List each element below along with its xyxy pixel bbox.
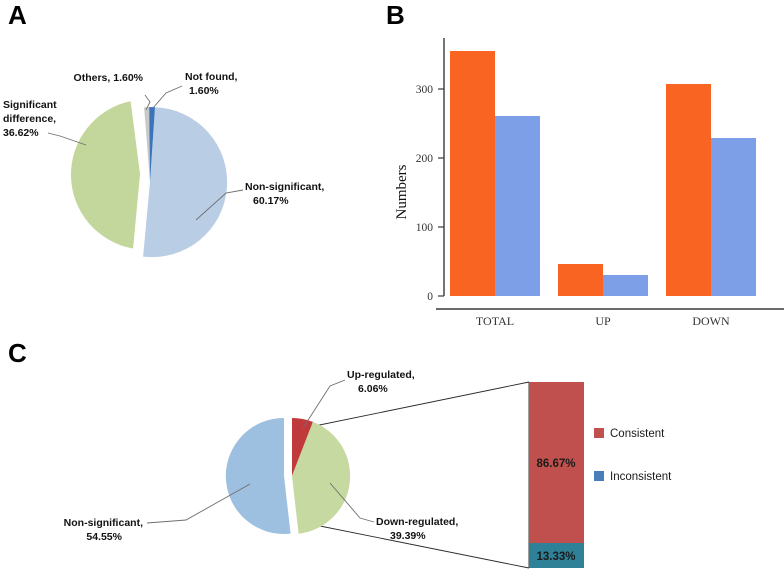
- leader-line-not-found: [152, 85, 183, 109]
- panel-c-letter: C: [8, 338, 27, 368]
- panel-a-pie-chart: Others, 1.60% Not found, 1.60% Significa…: [3, 71, 324, 258]
- pie-slice-non-significant[interactable]: [143, 107, 228, 258]
- label-others: Others, 1.60%: [74, 72, 144, 84]
- legend-swatch-consistent: [594, 428, 604, 438]
- panel-b-bar-chart: 0 100 200 300 Numbers TOTAL UP DOWN: [394, 38, 784, 328]
- pie-c-slice-non-significant[interactable]: [225, 417, 291, 534]
- leader-line-c-non-significant: [146, 483, 251, 524]
- y-tick-label-300: 300: [416, 84, 434, 96]
- pie-c-slice-down-regulated[interactable]: [292, 421, 351, 534]
- panel-b-letter: B: [386, 0, 405, 30]
- stacked-bar-label-top: 86.67%: [536, 458, 575, 470]
- panel-c: C Up-regulated, 6.06% Down-regulated, 39…: [0, 336, 784, 572]
- panel-a: A Others, 1.60% Not found, 1.60% Signifi…: [0, 0, 380, 330]
- stacked-bar-segment-consistent[interactable]: [529, 382, 584, 543]
- bar-up-series1[interactable]: [558, 264, 603, 296]
- panel-b: B 0 100 200 300 Numbers: [384, 0, 784, 334]
- label-significant-line1: Significant: [3, 99, 57, 111]
- x-category-label-down: DOWN: [692, 314, 730, 328]
- panel-c-chart: Up-regulated, 6.06% Down-regulated, 39.3…: [64, 369, 672, 569]
- bar-total-series2[interactable]: [495, 116, 540, 296]
- stacked-bar-label-bottom: 13.33%: [536, 551, 575, 563]
- bar-down-series2[interactable]: [711, 138, 756, 296]
- pie-slice-others[interactable]: [144, 107, 150, 182]
- label-significant-line2: difference,: [3, 113, 56, 125]
- label-not-found-line1: Not found,: [185, 71, 238, 83]
- y-tick-label-200: 200: [416, 153, 434, 165]
- pie-c-slice-up-regulated[interactable]: [292, 418, 313, 476]
- label-down-regulated-line1: Down-regulated,: [376, 516, 458, 528]
- pie-slice-not-found[interactable]: [149, 106, 155, 182]
- bar-up-series2[interactable]: [603, 275, 648, 296]
- y-axis-title: Numbers: [394, 164, 410, 219]
- bar-total-series1[interactable]: [450, 51, 495, 296]
- label-up-regulated-line1: Up-regulated,: [347, 369, 415, 381]
- stacked-bar-segment-inconsistent[interactable]: [529, 543, 584, 568]
- legend-label-consistent: Consistent: [610, 428, 665, 440]
- y-tick-label-0: 0: [427, 291, 433, 303]
- label-non-significant-line1: Non-significant,: [245, 181, 324, 193]
- label-significant-line3: 36.62%: [3, 127, 39, 139]
- label-not-found-line2: 1.60%: [189, 85, 219, 97]
- x-category-label-up: UP: [595, 314, 611, 328]
- x-category-label-total: TOTAL: [476, 314, 514, 328]
- label-c-non-significant-line1: Non-significant,: [64, 517, 143, 529]
- pie-slice-significant-difference[interactable]: [70, 101, 140, 249]
- legend-swatch-inconsistent: [594, 471, 604, 481]
- leader-line-significant: [47, 132, 87, 146]
- label-non-significant-line2: 60.17%: [253, 195, 289, 207]
- label-down-regulated-line2: 39.39%: [390, 530, 426, 542]
- leader-line-non-significant: [195, 189, 244, 221]
- legend-label-inconsistent: Inconsistent: [610, 471, 672, 483]
- leader-line-others: [144, 94, 151, 111]
- leader-line-down-regulated: [329, 482, 375, 523]
- leader-line-up-regulated: [302, 379, 346, 429]
- bar-down-series1[interactable]: [666, 84, 711, 296]
- callout-connector: [299, 381, 530, 569]
- panel-a-letter: A: [8, 0, 27, 30]
- label-up-regulated-line2: 6.06%: [358, 383, 388, 395]
- y-tick-label-100: 100: [416, 222, 434, 234]
- label-c-non-significant-line2: 54.55%: [86, 531, 122, 543]
